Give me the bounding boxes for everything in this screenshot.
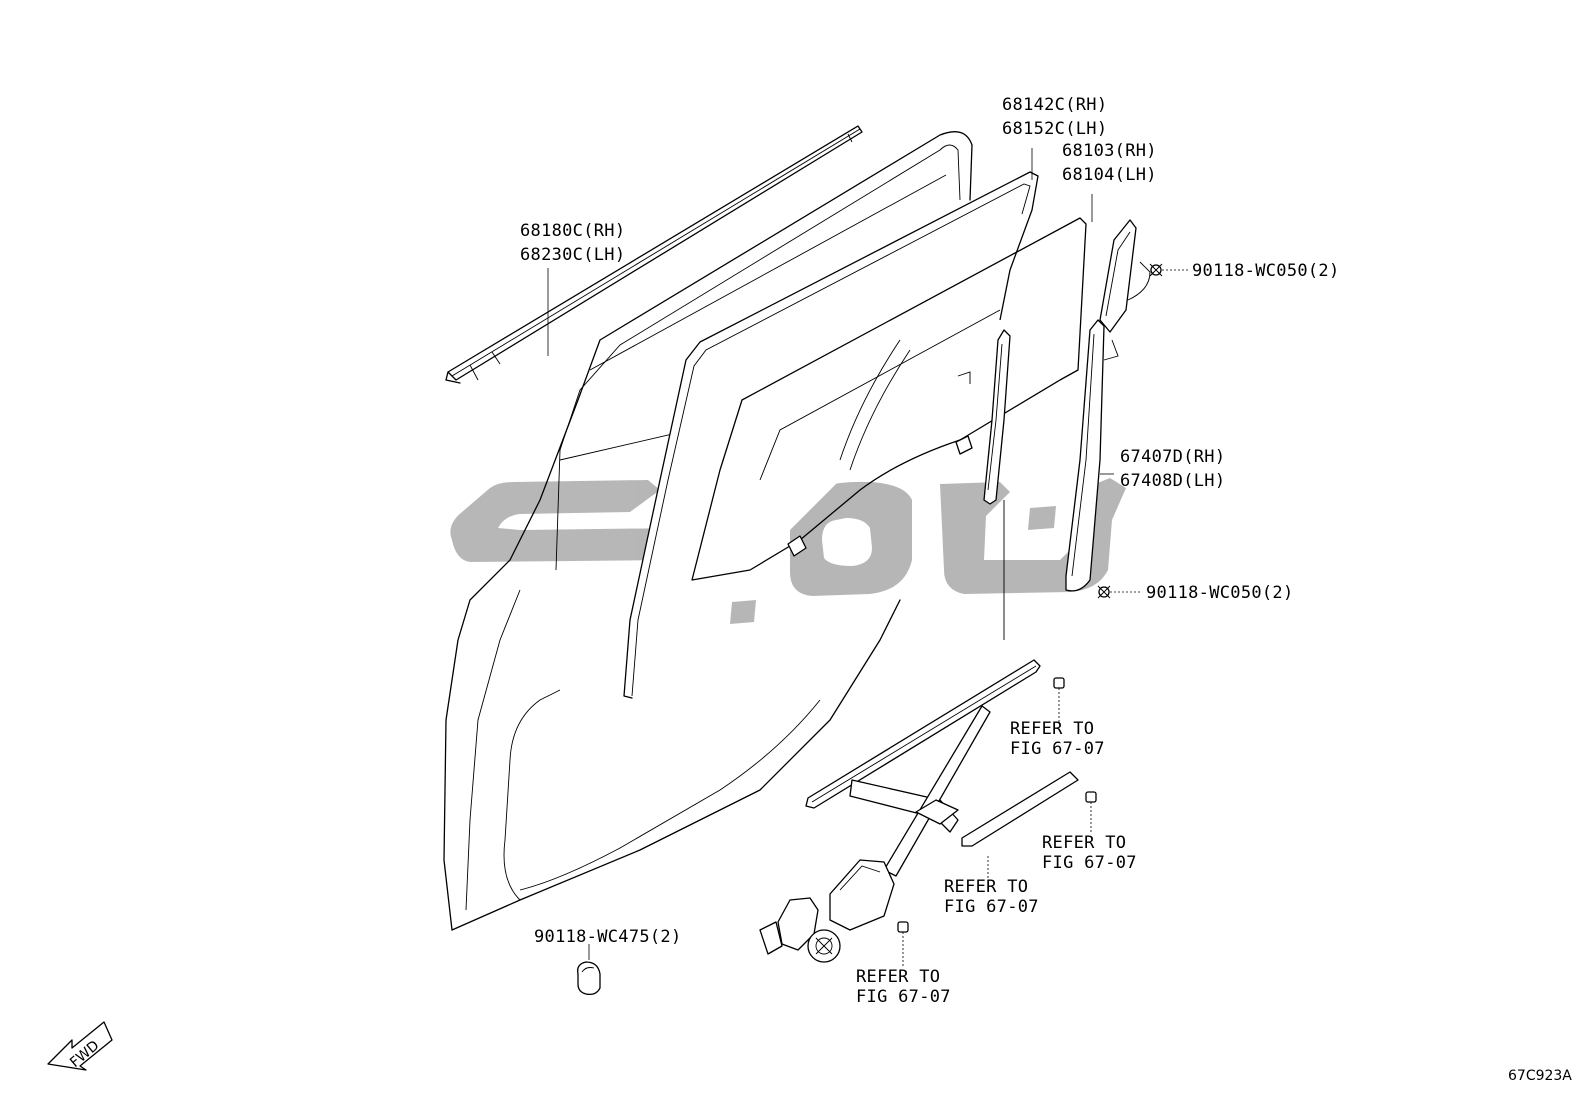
- figure-id: 67C923A: [1508, 1068, 1572, 1084]
- label-bolt-mid: 90118-WC050(2): [1146, 583, 1294, 603]
- glass-run: [623, 171, 1039, 699]
- label-refer3-line2: FIG 67-07: [944, 897, 1039, 917]
- label-bolt-top: 90118-WC050(2): [1192, 261, 1340, 281]
- division-bar: [983, 329, 1011, 640]
- label-glass-lh: 68104(LH): [1062, 165, 1157, 185]
- door-glass: [691, 217, 1087, 581]
- label-plug: 90118-WC475(2): [534, 927, 682, 947]
- label-molding-rh: 68180C(RH): [520, 221, 625, 241]
- window-regulator: [759, 659, 1079, 963]
- bolt-mid-icon: [1097, 585, 1140, 599]
- hole-plug-icon: [577, 944, 601, 996]
- label-molding-lh: 68230C(LH): [520, 245, 625, 265]
- fwd-arrow-icon: [47, 1021, 113, 1071]
- belt-molding: [445, 125, 863, 384]
- label-refer4-line1: REFER TO: [856, 967, 940, 987]
- label-channel-lh: 67408D(LH): [1120, 471, 1225, 491]
- label-refer2-line2: FIG 67-07: [1042, 853, 1137, 873]
- rear-channel: [1065, 219, 1151, 592]
- leader-lines: [547, 148, 1114, 475]
- label-run-rh: 68142C(RH): [1002, 95, 1107, 115]
- label-run-lh: 68152C(LH): [1002, 119, 1107, 139]
- bolt-regulator-bottom-icon: [897, 921, 909, 968]
- label-channel-rh: 67407D(RH): [1120, 447, 1225, 467]
- label-refer1-line1: REFER TO: [1010, 719, 1094, 739]
- bolt-top-icon: [1149, 263, 1188, 277]
- label-refer3-line1: REFER TO: [944, 877, 1028, 897]
- door-panel: [443, 131, 973, 931]
- label-refer1-line2: FIG 67-07: [1010, 739, 1105, 759]
- label-refer4-line2: FIG 67-07: [856, 987, 951, 1007]
- bolt-regulator-right-icon: [1085, 791, 1097, 834]
- label-refer2-line1: REFER TO: [1042, 833, 1126, 853]
- bolt-regulator-top-icon: [1053, 677, 1065, 722]
- label-glass-rh: 68103(RH): [1062, 141, 1157, 161]
